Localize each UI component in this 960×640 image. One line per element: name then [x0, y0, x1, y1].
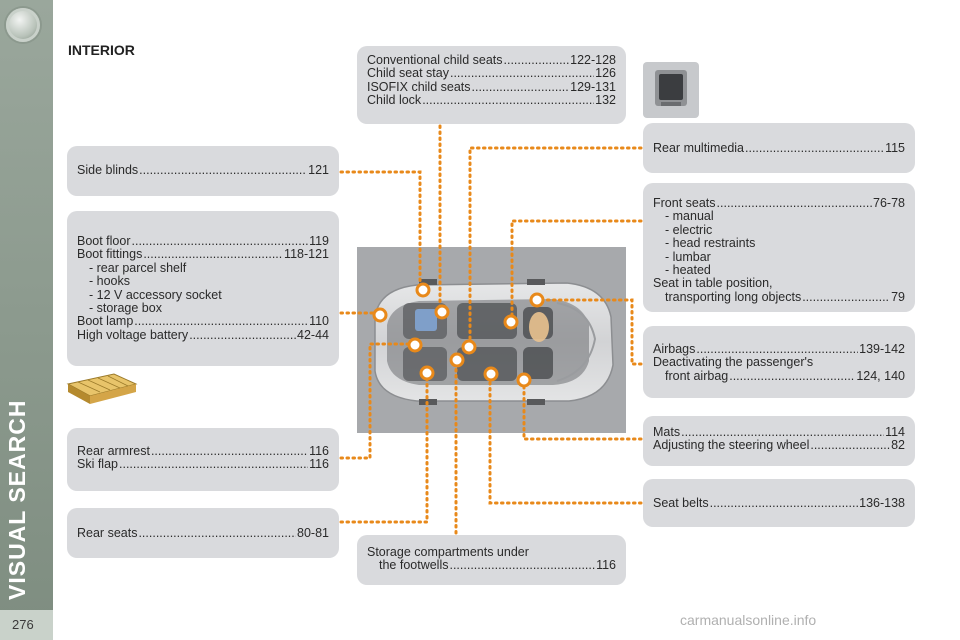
entry-boot-fittings[interactable]: Boot fittings118-121 [77, 247, 329, 261]
rear-seats-box[interactable]: Rear seats80-81 [67, 508, 339, 558]
entry-side-blinds[interactable]: Side blinds121 [77, 163, 329, 177]
brand-logo-icon [6, 8, 40, 42]
marker-rear-armrest [407, 337, 423, 353]
rear-armrest-box[interactable]: Rear armrest116 Ski flap116 [67, 428, 339, 491]
entry-adjusting-steering-wheel[interactable]: Adjusting the steering wheel82 [653, 438, 905, 452]
boot-fittings-item: - 12 V accessory socket [89, 287, 222, 302]
mats-box[interactable]: Mats114 Adjusting the steering wheel82 [643, 416, 915, 466]
front-seats-item: - electric [665, 222, 713, 237]
front-seats-item: - head restraints [665, 236, 756, 251]
boot-box[interactable]: Boot floor119 Boot fittings118-121 - rea… [67, 211, 339, 366]
watermark: carmanualsonline.info [680, 612, 817, 628]
front-seats-item: - manual [665, 209, 714, 224]
entry-rear-multimedia[interactable]: Rear multimedia115 [653, 141, 905, 155]
child-seats-box[interactable]: Conventional child seats122-128 Child se… [357, 46, 626, 124]
front-seats-box[interactable]: Front seats76-78 - manual - electric - h… [643, 183, 915, 312]
entry-conventional-child-seats[interactable]: Conventional child seats122-128 [367, 53, 616, 67]
storage-line1: Storage compartments under [367, 545, 529, 559]
entry-seat-belts[interactable]: Seat belts136-138 [653, 496, 905, 510]
entry-isofix-child-seats[interactable]: ISOFIX child seats129-131 [367, 80, 616, 94]
entry-boot-floor[interactable]: Boot floor119 [77, 234, 329, 248]
front-seats-item: - lumbar [665, 249, 711, 264]
marker-boot [372, 307, 388, 323]
sidebar: VISUAL SEARCH [0, 0, 53, 640]
marker-rear-seats [419, 365, 435, 381]
page-number-text: 276 [12, 617, 34, 632]
boot-fittings-item: - rear parcel shelf [89, 260, 187, 275]
marker-seat-belts [483, 366, 499, 382]
entry-storage-footwells[interactable]: the footwells116 [367, 558, 616, 572]
entry-child-seat-stay[interactable]: Child seat stay126 [367, 66, 616, 80]
entry-high-voltage-battery[interactable]: High voltage battery42-44 [77, 328, 329, 342]
high-voltage-battery-icon [66, 373, 138, 404]
marker-mats [516, 372, 532, 388]
rear-multimedia-screen-icon [643, 62, 699, 118]
seat-belts-box[interactable]: Seat belts136-138 [643, 479, 915, 527]
marker-child-seats [434, 304, 450, 320]
side-blinds-box[interactable]: Side blinds121 [67, 146, 339, 196]
entry-boot-lamp[interactable]: Boot lamp110 [77, 315, 329, 329]
marker-storage [449, 352, 465, 368]
marker-side-blinds [415, 282, 431, 298]
section-title: INTERIOR [68, 42, 135, 58]
entry-front-airbag[interactable]: front airbag124, 140 [653, 369, 905, 383]
entry-mats[interactable]: Mats114 [653, 425, 905, 439]
boot-fittings-item: - storage box [89, 301, 162, 316]
marker-rear-multimedia [461, 339, 477, 355]
boot-fittings-item: - hooks [89, 274, 130, 289]
deactivating-airbag-line: Deactivating the passenger's [653, 355, 814, 370]
airbags-box[interactable]: Airbags139-142 Deactivating the passenge… [643, 326, 915, 398]
entry-transporting-long-objects[interactable]: transporting long objects79 [653, 290, 905, 304]
entry-child-lock[interactable]: Child lock132 [367, 93, 616, 107]
marker-front-seats [503, 314, 519, 330]
storage-box[interactable]: Storage compartments under the footwells… [357, 535, 626, 585]
entry-rear-seats[interactable]: Rear seats80-81 [77, 526, 329, 540]
entry-rear-armrest[interactable]: Rear armrest116 [77, 444, 329, 458]
marker-airbags [529, 292, 545, 308]
entry-ski-flap[interactable]: Ski flap116 [77, 457, 329, 471]
entry-front-seats[interactable]: Front seats76-78 [653, 196, 905, 210]
front-seats-item: - heated [665, 263, 711, 278]
page-number: 276 [0, 610, 53, 640]
entry-airbags[interactable]: Airbags139-142 [653, 342, 905, 356]
rear-multimedia-box[interactable]: Rear multimedia115 [643, 123, 915, 173]
seat-table-position-line: Seat in table position, [653, 276, 773, 291]
